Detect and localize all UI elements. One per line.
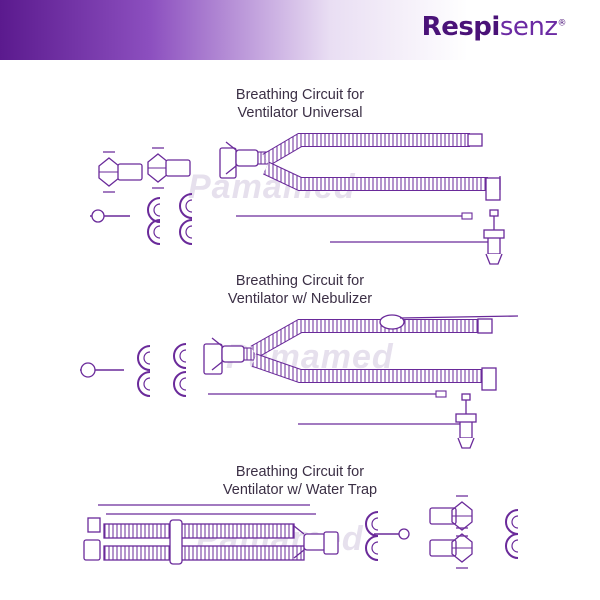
- c-clip-icon: [179, 219, 193, 245]
- adapter-icon: [165, 159, 191, 177]
- valve-icon: [455, 393, 477, 449]
- y-piece-icon: [219, 147, 237, 179]
- c-clip-icon: [179, 193, 193, 219]
- water-trap-icon: [169, 519, 183, 565]
- section-title-universal: Breathing Circuit for Ventilator Univers…: [150, 86, 450, 122]
- adapter-icon: [117, 163, 143, 181]
- section-title-line1: Breathing Circuit for: [235, 464, 365, 480]
- c-clip-icon: [147, 197, 161, 223]
- c-clip-icon: [137, 345, 151, 371]
- swivel-connector-icon: [98, 151, 120, 193]
- c-clip-icon: [173, 371, 187, 397]
- section-title-water-trap: Breathing Circuit for Ventilator w/ Wate…: [150, 463, 450, 499]
- header-banner: [0, 0, 600, 60]
- circuit-universal-illustration: [90, 133, 505, 265]
- logo-bold-text: Respi: [421, 12, 501, 42]
- nebulizer-port-icon: [379, 314, 405, 330]
- swivel-connector-icon: [451, 527, 473, 569]
- c-clip-icon: [147, 219, 161, 245]
- valve-icon: [483, 209, 505, 265]
- c-clip-icon: [137, 371, 151, 397]
- c-clip-icon: [365, 511, 379, 537]
- section-title-line1: Breathing Circuit for: [235, 87, 365, 103]
- brand-logo: Respisenz®: [421, 12, 567, 42]
- section-title-nebulizer: Breathing Circuit for Ventilator w/ Nebu…: [150, 272, 450, 308]
- section-title-line2: Ventilator w/ Water Trap: [222, 482, 378, 498]
- section-title-line2: Ventilator w/ Nebulizer: [227, 291, 373, 307]
- circuit-nebulizer-illustration: [80, 314, 519, 449]
- inspiratory-tube-icon: [103, 523, 295, 539]
- c-clip-icon: [505, 509, 519, 535]
- circuit-water-trap-illustration: [83, 495, 519, 569]
- y-piece-icon: [323, 531, 339, 555]
- section-title-line1: Breathing Circuit for: [235, 273, 365, 289]
- expiratory-tube-icon: [103, 545, 305, 561]
- swivel-connector-icon: [451, 495, 473, 537]
- logo-light-text: senz: [499, 12, 558, 42]
- registered-mark: ®: [557, 18, 567, 29]
- c-clip-icon: [505, 533, 519, 559]
- c-clip-icon: [173, 343, 187, 369]
- c-clip-icon: [365, 535, 379, 561]
- swivel-connector-icon: [147, 147, 169, 189]
- section-title-line2: Ventilator Universal: [237, 105, 363, 121]
